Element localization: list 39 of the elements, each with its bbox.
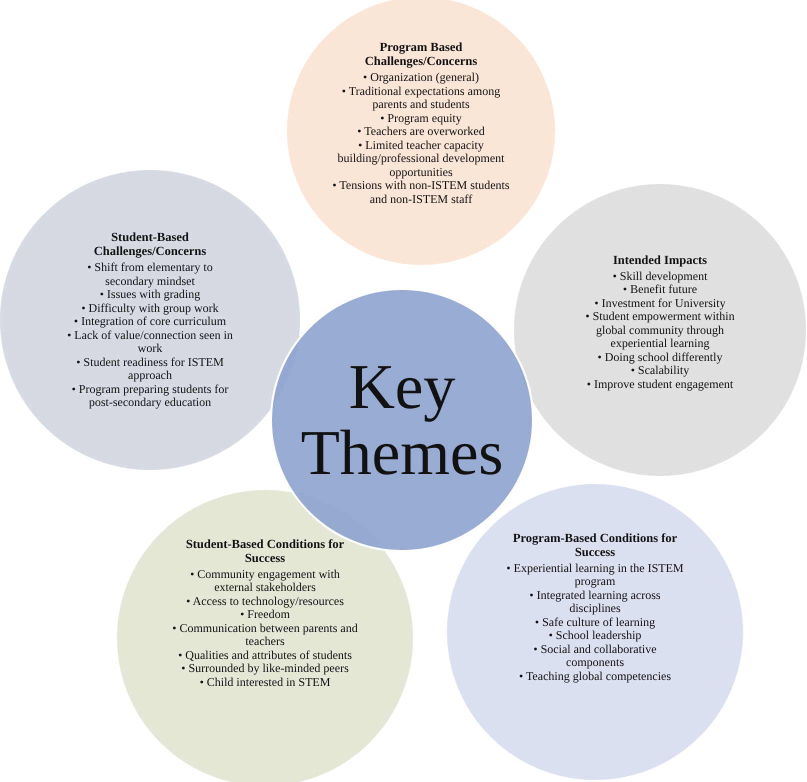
bullet-item: • Integration of core curriculum (72, 315, 228, 329)
bullet-item: • Access to technology/resources (185, 594, 345, 608)
bullet-item: • Community engagement with external stakeholders (189, 568, 341, 595)
bullet-item: • Benefit future (622, 283, 698, 297)
bullet-item: • Program preparing students for post-secondary education (70, 382, 230, 410)
bullet-item: • Program equity (379, 112, 463, 125)
bullet-item: • Integrated learning across disciplines (528, 588, 662, 616)
bullet-item: • Student empowerment within global community through experiential learning (584, 310, 736, 351)
center-title: Key Themes (300, 354, 504, 486)
bullet-item: • Surrounded by like-minded peers (180, 662, 350, 676)
bullet-item: • Teachers are overworked (356, 125, 486, 138)
bullet-item: • Investment for University (593, 296, 727, 310)
bullet-item: • School leadership (548, 629, 642, 643)
bullet-item: • Limited teacher capacity building/professional development opportunities (336, 138, 506, 179)
bullet-item: • Social and collaborative components (532, 642, 658, 670)
circle-heading: Intended Impacts (612, 252, 708, 267)
bullet-item: • Communication between parents and teachers (171, 622, 359, 649)
bullet-item: • Traditional expectations among parents and students (340, 84, 502, 112)
bullet-item: • Qualities and attributes of students (177, 648, 353, 662)
bullet-item: • Difficulty with group work (80, 302, 220, 316)
bullet-item: • Teaching global competencies (518, 670, 672, 684)
circle-heading: Student-Based Challenges/Concerns (92, 230, 208, 258)
bullet-item: • Improve student engagement (586, 378, 734, 392)
circle-heading: Student-Based Conditions for Success (184, 536, 346, 565)
circle-heading: Program-Based Conditions for Success (512, 530, 678, 559)
bullet-item: • Freedom (239, 608, 290, 622)
bullet-item: • Issues with grading (98, 288, 202, 302)
bullet-item: • Shift from elementary to secondary mindset (86, 261, 214, 288)
circle-heading: Program Based Challenges/Concerns (364, 40, 478, 68)
bullet-item: • Child interested in STEM (198, 676, 332, 690)
bullet-item: • Doing school differently (596, 350, 724, 364)
bullet-item: • Safe culture of learning (534, 616, 656, 630)
bullet-item: • Skill development (612, 270, 708, 284)
bullet-item: • Lack of value/connection seen in work (66, 328, 234, 356)
bullet-item: • Experiential learning in the ISTEM program (505, 562, 685, 589)
bullet-item: • Student readiness for ISTEM approach (75, 356, 225, 383)
bullet-item: • Tensions with non-ISTEM students and non-ISTEM staff (331, 179, 511, 206)
bullet-item: • Scalability (630, 364, 690, 378)
bullet-item: • Organization (general) (362, 71, 480, 84)
